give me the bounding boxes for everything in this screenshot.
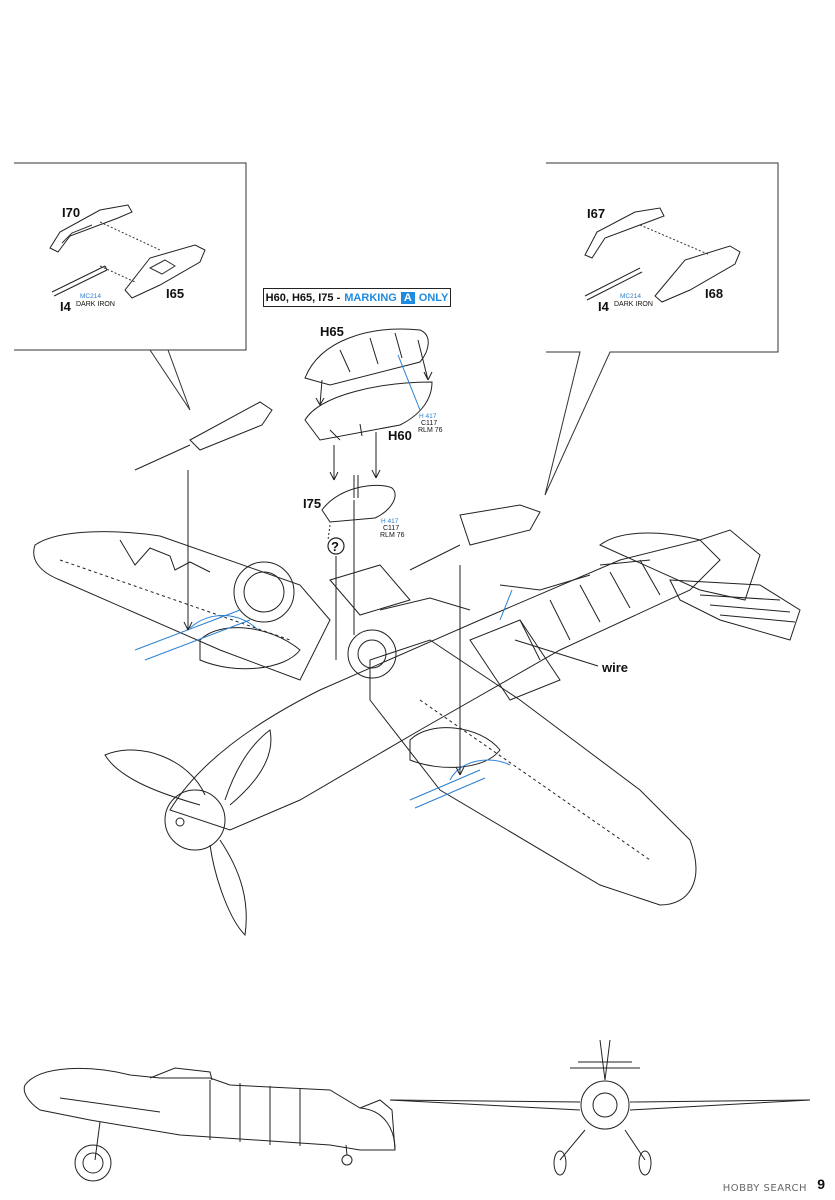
leader-lines (183, 470, 465, 776)
label-i70: I70 (62, 205, 80, 220)
label-h65: H65 (320, 324, 344, 339)
paint-name-right: DARK IRON (614, 301, 653, 308)
banner-parts: H60, H65, I75 - (265, 291, 341, 304)
label-i68: I68 (705, 286, 723, 301)
label-i75: I75 (303, 496, 321, 511)
paint-name-left: DARK IRON (76, 301, 115, 308)
banner-letter: A (400, 291, 415, 304)
paint1-code-b: C117 (421, 420, 437, 427)
watermark: HOBBY SEARCH (722, 1183, 807, 1194)
wire-label: wire (601, 660, 628, 675)
banner-marking: MARKING (344, 291, 397, 304)
paint2-code-b: C117 (383, 525, 399, 532)
label-i4-left: I4 (60, 299, 72, 314)
banner-only: ONLY (418, 291, 449, 304)
left-inset (14, 162, 247, 411)
label-i65: I65 (166, 286, 184, 301)
paint-code-left: MC214 (80, 293, 101, 300)
wire-leader (514, 639, 599, 667)
label-i67: I67 (587, 206, 605, 221)
question-mark: ? (331, 539, 339, 554)
question-circle-icon (327, 537, 345, 555)
paint1-code-c: RLM 76 (418, 427, 443, 434)
front-view-drawing (389, 1039, 811, 1176)
label-i4-right: I4 (598, 299, 610, 314)
paint1-code-a: H 417 (419, 413, 437, 420)
marking-banner: H60, H65, I75 - MARKING A ONLY (263, 288, 451, 307)
paint2-code-c: RLM 76 (380, 532, 405, 539)
center-subassembly (304, 328, 433, 541)
paint2-code-a: H 417 (381, 518, 399, 525)
right-inset (544, 162, 779, 496)
main-aircraft-drawing (33, 401, 801, 937)
paint-code-right: MC214 (620, 293, 641, 300)
side-profile-drawing (23, 1067, 396, 1182)
page-number: 9 (817, 1176, 825, 1192)
label-h60: H60 (388, 428, 412, 443)
